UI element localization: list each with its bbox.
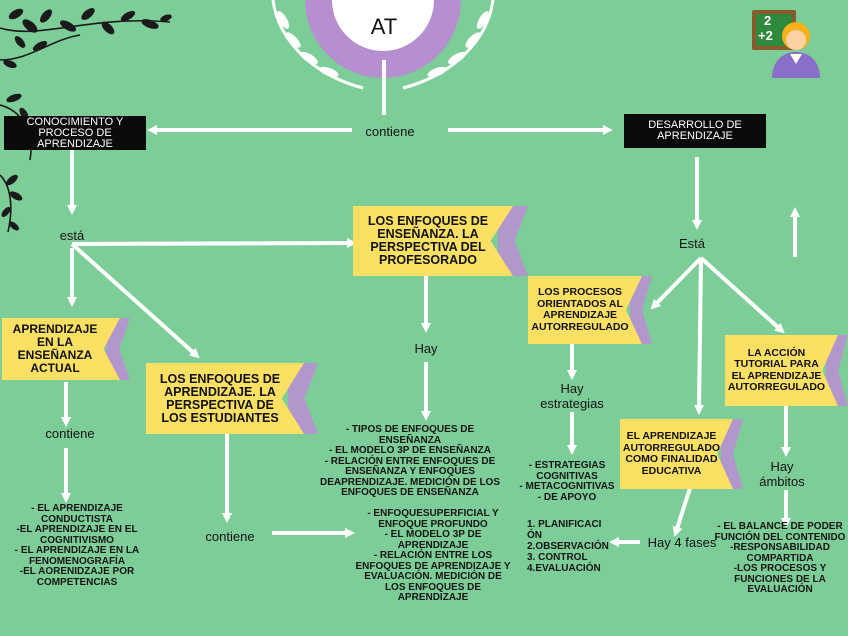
list-estrategias: - ESTRATEGIAS COGNITIVAS - METACOGNITIVA… bbox=[519, 460, 615, 503]
list-fases: 1. PLANIFICACI ÓN 2.OBSERVACIÓN 3. CONTR… bbox=[527, 519, 611, 574]
teacher-icon: 2 +2 bbox=[750, 8, 820, 78]
contiene-label-mid: contiene bbox=[205, 529, 255, 544]
contiene-label-top: contiene bbox=[365, 124, 415, 139]
header-conocimiento: CONOCIMIENTO Y PROCESO DE APRENDIZAJE bbox=[4, 116, 146, 150]
vine-leaves-icon bbox=[0, 8, 172, 233]
ribbon-aprendizaje-actual: APRENDIZAJE EN LA ENSEÑANZA ACTUAL bbox=[2, 318, 130, 380]
list-conductista: - EL APRENDIZAJE CONDUCTISTA -EL APRENDI… bbox=[14, 503, 140, 588]
hay-4-fases-label: Hay 4 fases bbox=[647, 535, 717, 550]
fase-item: 2.OBSERVACIÓN bbox=[527, 541, 609, 552]
header-desarrollo: DESARROLLO DE APRENDIZAJE bbox=[624, 114, 766, 148]
fase-item: 3. CONTROL bbox=[527, 552, 588, 563]
ribbon-procesos-autorregulado: LOS PROCESOS ORIENTADOS AL APRENDIZAJE A… bbox=[528, 276, 652, 344]
ribbon-accion-tutorial: LA ACCIÓN TUTORIAL PARA EL APRENDIZAJE A… bbox=[725, 335, 848, 406]
hay-label-mid: Hay bbox=[414, 341, 438, 356]
list-aprendizaje: - ENFOQUESUPERFICIAL Y ENFOQUE PROFUNDO … bbox=[355, 508, 511, 603]
fase-item: 1. PLANIFICACI ÓN bbox=[527, 519, 602, 541]
board-line-2: +2 bbox=[758, 28, 773, 43]
list-ambitos: - EL BALANCE DE PODER FUNCIÓN DEL CONTEN… bbox=[714, 521, 846, 595]
list-ensenanza: - TIPOS DE ENFOQUES DE ENSEÑANZA - EL MO… bbox=[319, 424, 501, 498]
hay-estrategias-label: Hay estrategias bbox=[540, 381, 604, 411]
center-title: AT bbox=[370, 14, 398, 39]
contiene-label-left: contiene bbox=[45, 426, 95, 441]
esta-label-right: Está bbox=[678, 236, 705, 251]
fase-item: 4.EVALUACIÓN bbox=[527, 563, 601, 574]
esta-label-left: está bbox=[59, 228, 85, 243]
ribbon-enfoques-profesorado: LOS ENFOQUES DE ENSEÑANZA. LA PERSPECTIV… bbox=[353, 206, 528, 276]
center-circle bbox=[305, 0, 461, 78]
ribbon-finalidad-educativa: EL APRENDIZAJE AUTORREGULADO COMO FINALI… bbox=[620, 419, 743, 489]
board-line-1: 2 bbox=[764, 13, 772, 28]
ribbon-enfoques-estudiantes: LOS ENFOQUES DE APRENDIZAJE. LA PERSPECT… bbox=[146, 363, 318, 434]
laurel-wreath-icon bbox=[271, 0, 495, 90]
hay-ambitos-label: Hay ámbitos bbox=[759, 459, 805, 489]
